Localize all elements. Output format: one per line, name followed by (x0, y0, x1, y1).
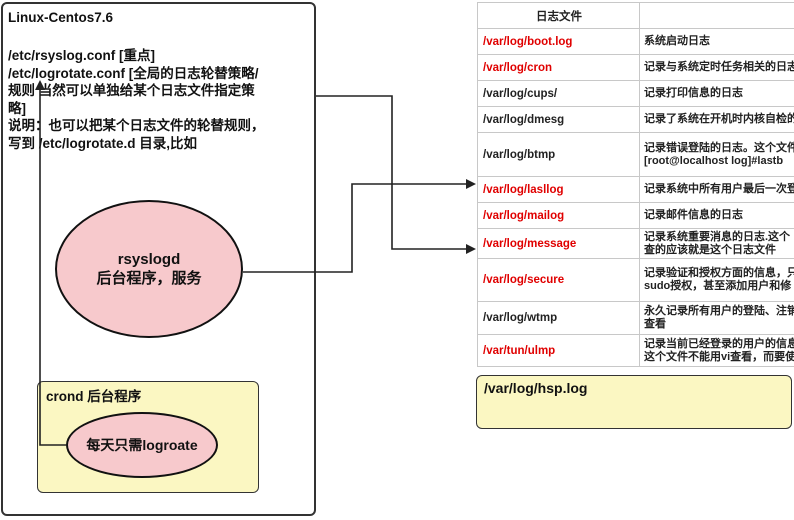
desc-line: 略] (8, 100, 26, 116)
log-desc-line: 永久记录所有用户的登陆、注销 (644, 305, 794, 317)
log-desc-line: 查看 (644, 318, 666, 330)
log-path-cell: /var/log/mailog (477, 202, 640, 229)
desc-line: 写到 /etc/logrotate.d 目录,比如 (8, 135, 198, 151)
table-row: /var/log/cups/记录打印信息的日志 (477, 80, 794, 107)
rsyslogd-subtitle: 后台程序，服务 (96, 270, 202, 287)
log-desc-cell: 记录当前已经登录的用户的信息这个文件不能用vi查看，而要使 (639, 334, 794, 367)
log-path-cell: /var/log/wtmp (477, 301, 640, 335)
log-desc-line: 查的应该就是这个日志文件 (644, 243, 776, 256)
log-desc-line: 记录打印信息的日志 (644, 87, 743, 99)
table-row: /var/log/dmesg 记录了系统在开机时内核自检的 (477, 106, 794, 133)
crond-label: crond 后台程序 (46, 389, 142, 404)
panel-title: Linux-Centos7.6 (8, 10, 114, 25)
log-desc-line: 记录验证和授权方面的信息，只 (644, 267, 794, 279)
arrow-config-to-message (316, 95, 476, 254)
log-path-cell: /var/log/cron (477, 54, 640, 81)
log-desc-line: 记录当前已经登录的用户的信息 (644, 337, 794, 350)
rsyslogd-node: rsyslogd 后台程序，服务 (55, 200, 243, 338)
log-file-table: 日志文件 /var/log/boot.log 系统启动日志/var/log/cro… (477, 2, 794, 367)
log-desc-line: 系统启动日志 (644, 35, 710, 47)
log-path-cell: /var/log/boot.log (477, 28, 640, 55)
desc-line: 说明：也可以把某个日志文件的轮替规则， (8, 118, 265, 133)
log-desc-cell: 记录系统重要消息的日志.这个查的应该就是这个日志文件 (639, 228, 794, 259)
log-path-cell: /var/log/cups/ (477, 80, 640, 107)
rsyslogd-name: rsyslogd (117, 251, 181, 268)
table-row: /var/log/mailog 记录邮件信息的日志 (477, 202, 794, 229)
arrow-logrotate-to-config (35, 80, 66, 446)
logrotate-node: 每天只需logroate (66, 412, 218, 478)
log-desc-line: 记录系统中所有用户最后一次登 (644, 183, 794, 195)
log-path-cell: /var/tun/ulmp (477, 334, 640, 367)
log-desc-cell: 记录与系统定时任务相关的日志 (639, 54, 794, 81)
arrow-rsyslogd-to-logs (243, 179, 476, 273)
desc-line: /etc/logrotate.conf [全局的日志轮替策略/ (8, 65, 259, 81)
hsp-log-box: /var/log/hsp.log (476, 375, 792, 429)
log-desc-line: 记录错误登陆的日志。这个文件 (644, 141, 794, 154)
log-path-cell: /var/log/dmesg (477, 106, 640, 133)
log-desc-line: 记录邮件信息的日志 (644, 209, 743, 221)
log-path-cell: /var/log/message (477, 228, 640, 259)
log-desc-cell: 记录邮件信息的日志 (639, 202, 794, 229)
logrotate-label: 每天只需logroate (86, 437, 198, 453)
log-desc-cell: 记录打印信息的日志 (639, 80, 794, 107)
desc-line: /etc/rsyslog.conf [重点] (8, 48, 156, 63)
log-desc-cell: 记录错误登陆的日志。这个文件[root@localhost log]#lastb (639, 132, 794, 177)
desc-line: 规则 当然可以单独给某个日志文件指定策 (8, 83, 255, 98)
config-description: /etc/rsyslog.conf [重点] /etc/logrotate.co… (8, 47, 312, 152)
table-row: /var/log/boot.log 系统启动日志 (477, 28, 794, 55)
log-desc-line: 记录了系统在开机时内核自检的 (644, 113, 794, 125)
log-desc-line: [root@localhost log]#lastb (644, 154, 784, 167)
log-desc-line: 记录与系统定时任务相关的日志 (644, 61, 794, 73)
log-desc-line: 记录系统重要消息的日志.这个 (644, 230, 791, 243)
table-row: /var/log/wtmp 永久记录所有用户的登陆、注销查看 (477, 301, 794, 335)
log-desc-cell: 记录了系统在开机时内核自检的 (639, 106, 794, 133)
table-row: /var/log/cron 记录与系统定时任务相关的日志 (477, 54, 794, 81)
table-header-row: 日志文件 (477, 2, 794, 29)
log-desc-line: 这个文件不能用vi查看，而要使 (644, 350, 794, 363)
hsp-log-label: /var/log/hsp.log (484, 380, 588, 396)
log-path-cell: /var/log/btmp (477, 132, 640, 177)
log-desc-line: sudo授权，甚至添加用户和修 (644, 280, 792, 292)
log-path-cell: /var/log/secure (477, 258, 640, 302)
